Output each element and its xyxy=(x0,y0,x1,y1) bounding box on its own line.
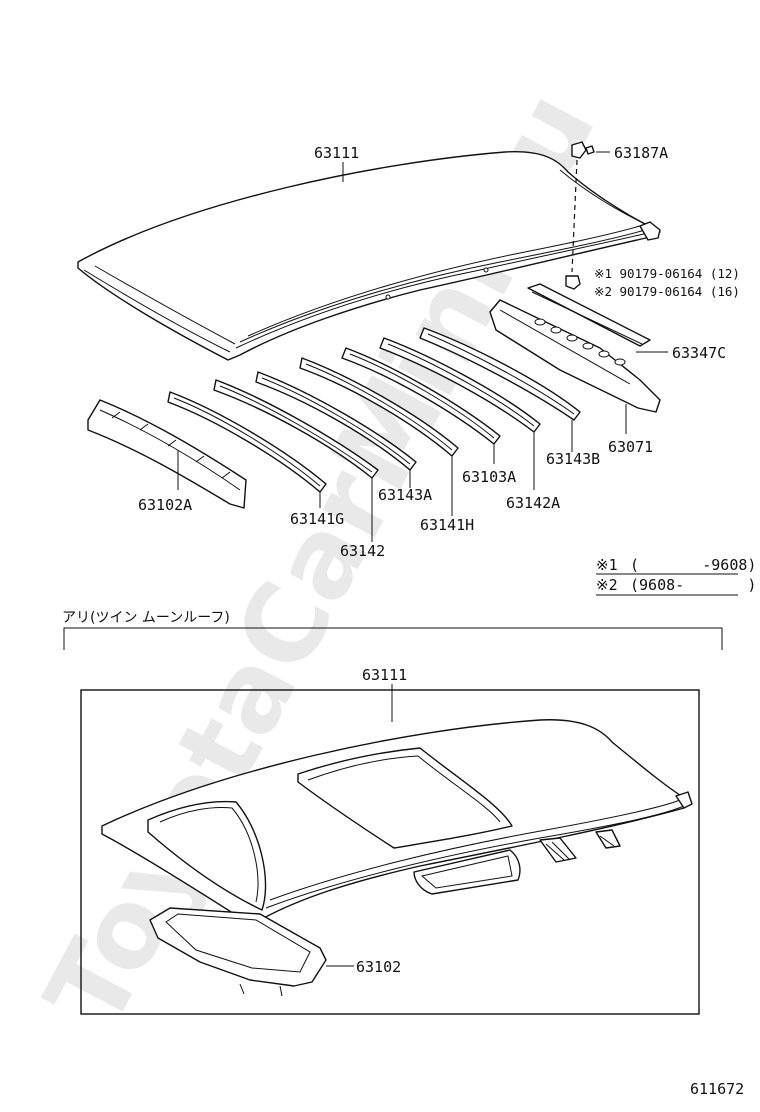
variant-bracket xyxy=(63,627,723,650)
front-header-63102a-shape xyxy=(87,399,247,509)
rear-header-63071-shape xyxy=(489,299,661,413)
label-63143b: 63143B xyxy=(546,450,600,468)
label-bolt-1: ※1 90179-06164 (12) xyxy=(594,266,740,281)
variant-title: アリ(ツイン ムーンルーフ) xyxy=(62,610,230,626)
label-63141g: 63141G xyxy=(290,510,344,528)
label-variant-63111: 63111 xyxy=(362,666,407,684)
label-bolt-2: ※2 90179-06164 (16) xyxy=(594,284,740,299)
legend-range-1: ( -9608) xyxy=(630,556,756,574)
illustration-number: 611672 xyxy=(690,1080,744,1098)
roof-bows-illustration xyxy=(167,327,581,493)
roof-panel-illustration xyxy=(77,150,661,361)
label-63142a: 63142A xyxy=(506,494,560,512)
legend-range-2: (9608- ) xyxy=(630,576,756,594)
reinforcement-63347c-shape xyxy=(527,283,651,347)
label-63141h: 63141H xyxy=(420,516,474,534)
legend-mark-2: ※2 xyxy=(596,576,618,594)
label-63102a: 63102A xyxy=(138,496,192,514)
label-63143a: 63143A xyxy=(378,486,432,504)
label-63071: 63071 xyxy=(608,438,653,456)
sunroof-frame-63102-shape xyxy=(149,907,327,997)
label-63142: 63142 xyxy=(340,542,385,560)
variant-frame xyxy=(80,689,700,1015)
moonroof-roof-panel-illustration xyxy=(101,719,693,925)
clip-and-bolt-illustration xyxy=(565,141,595,290)
legend-mark-1: ※1 xyxy=(596,556,618,574)
legend: ※1 ( -9608) ※2 (9608- ) xyxy=(596,556,756,596)
label-63347c: 63347C xyxy=(672,344,726,362)
leader-lines xyxy=(177,151,668,542)
label-63102: 63102 xyxy=(356,958,401,976)
label-63111: 63111 xyxy=(314,144,359,162)
label-63187a: 63187A xyxy=(614,144,668,162)
label-63103a: 63103A xyxy=(462,468,516,486)
